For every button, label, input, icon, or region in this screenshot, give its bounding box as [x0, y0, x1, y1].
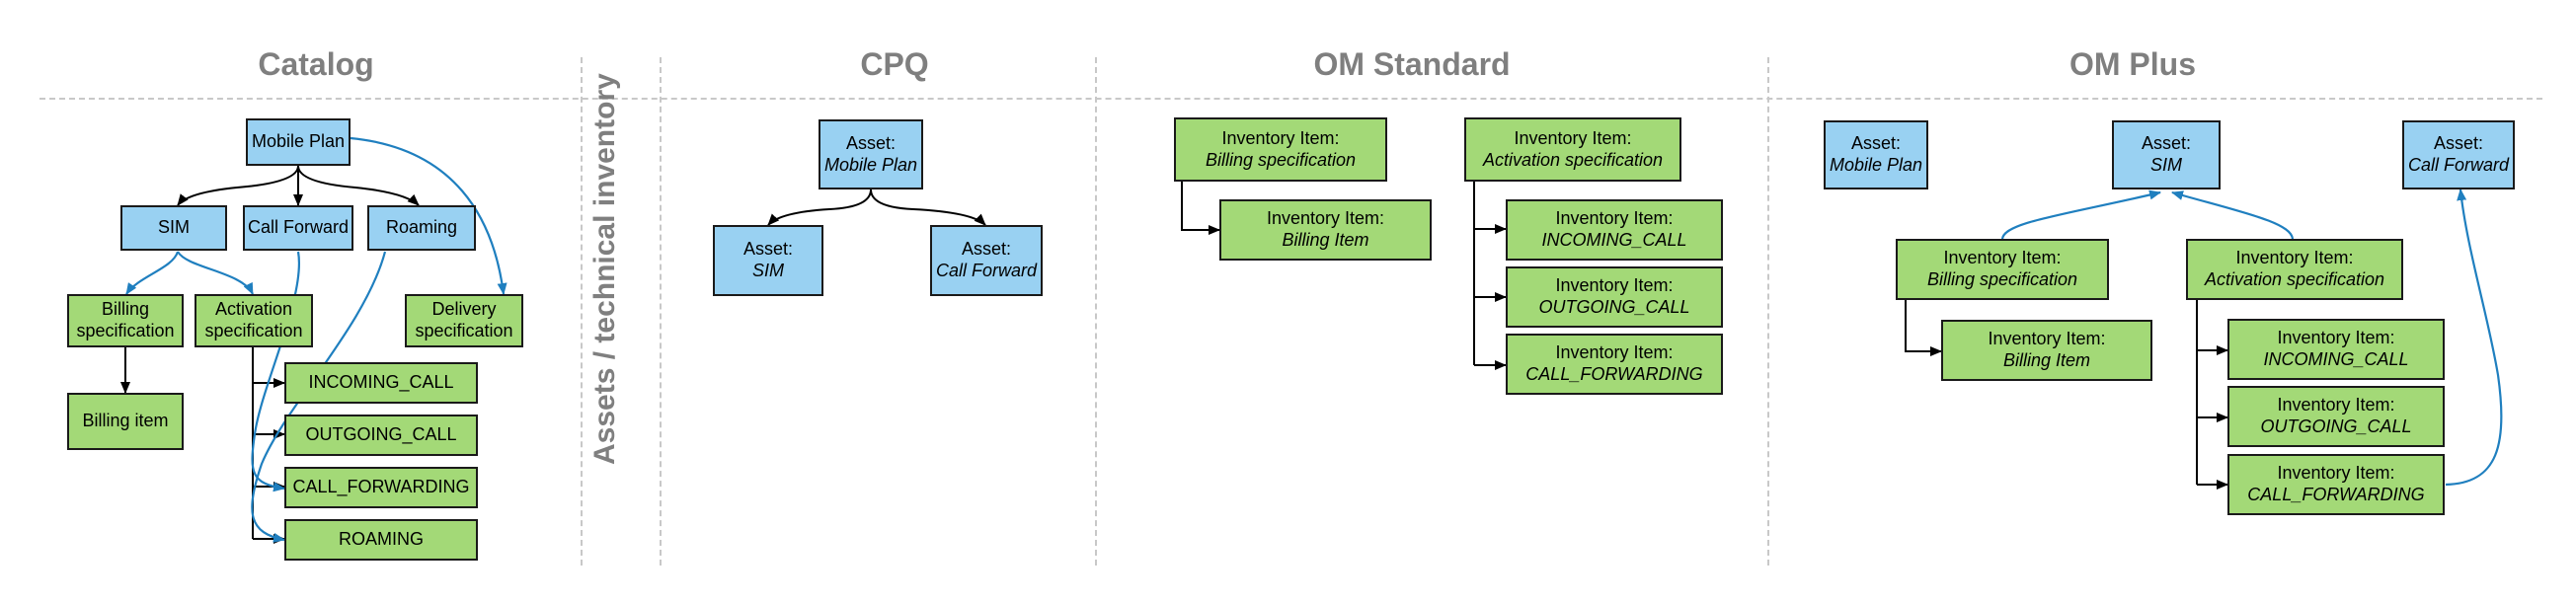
cpq-asset-mobile-plan: Asset:Mobile Plan: [819, 119, 923, 189]
section-title-catalog: Catalog: [258, 46, 374, 82]
omp-billing-item: Inventory Item:Billing Item: [1941, 320, 2152, 381]
omp-call-forwarding: Inventory Item:CALL_FORWARDING: [2227, 454, 2445, 515]
omp-incoming-call: Inventory Item:INCOMING_CALL: [2227, 319, 2445, 380]
omp-outgoing-call: Inventory Item:OUTGOING_CALL: [2227, 386, 2445, 447]
edge-mobile-plan-sim: [177, 165, 299, 206]
oms-incoming-call: Inventory Item:INCOMING_CALL: [1506, 199, 1723, 261]
omp-asset-mobile-plan: Asset:Mobile Plan: [1824, 120, 1928, 189]
catalog-billing-item: Billing item: [67, 393, 184, 450]
catalog-roaming-item: ROAMING: [284, 519, 478, 561]
link-mobile-plan-delivery: [350, 136, 507, 295]
catalog-billing-spec: Billing specification: [67, 294, 184, 347]
link-activation-spec-sim: [2171, 190, 2295, 240]
catalog-call-forward: Call Forward: [243, 205, 353, 251]
link-roaming-roaming-item: [251, 251, 387, 543]
catalog-outgoing-call: OUTGOING_CALL: [284, 415, 478, 456]
header-divider: [39, 98, 2542, 100]
section-title-om-plus: OM Plus: [2069, 46, 2196, 82]
cpq-asset-sim: Asset:SIM: [713, 225, 823, 296]
section-title-cpq: CPQ: [860, 46, 929, 82]
oms-outgoing-call: Inventory Item:OUTGOING_CALL: [1506, 266, 1723, 328]
catalog-mobile-plan: Mobile Plan: [246, 118, 351, 166]
catalog-activation-spec: Activation specification: [195, 294, 313, 347]
catalog-call-forwarding: CALL_FORWARDING: [284, 467, 478, 508]
oms-activation-spec: Inventory Item:Activation specification: [1464, 117, 1681, 182]
edge-omp-billing: [1905, 300, 1942, 356]
link-callfwd-callforwarding: [251, 251, 301, 492]
link-callforwarding-callforward-asset: [2445, 189, 2503, 487]
link-billing-spec-sim: [2000, 189, 2161, 240]
divider-om-standard: [1767, 57, 1769, 566]
catalog-delivery-spec: Delivery specification: [405, 294, 523, 347]
divider-catalog: [581, 57, 583, 566]
divider-cpq: [1095, 57, 1097, 566]
omp-billing-spec: Inventory Item:Billing specification: [1896, 239, 2109, 300]
edge-mobile-plan-roaming: [297, 165, 420, 206]
omp-activation-spec: Inventory Item:Activation specification: [2186, 239, 2403, 300]
section-title-om-standard: OM Standard: [1313, 46, 1511, 82]
edge-oms-billing: [1181, 182, 1220, 235]
edge-cpq-plan-sim: [767, 189, 872, 226]
oms-billing-spec: Inventory Item:Billing specification: [1174, 117, 1387, 182]
cpq-asset-call-forward: Asset:Call Forward: [930, 225, 1043, 296]
catalog-incoming-call: INCOMING_CALL: [284, 362, 478, 404]
edge-cpq-plan-callfwd: [870, 189, 986, 226]
catalog-roaming: Roaming: [367, 205, 476, 251]
edge-activation-incoming: [252, 347, 284, 539]
omp-asset-sim: Asset:SIM: [2112, 120, 2221, 189]
oms-billing-item: Inventory Item:Billing Item: [1219, 199, 1432, 261]
oms-call-forwarding: Inventory Item:CALL_FORWARDING: [1506, 334, 1723, 395]
omp-asset-call-forward: Asset:Call Forward: [2402, 120, 2515, 189]
divider-assets: [660, 57, 662, 566]
link-sim-activation-spec: [177, 251, 254, 295]
link-sim-billing-spec: [125, 251, 180, 295]
catalog-sim: SIM: [120, 205, 227, 251]
